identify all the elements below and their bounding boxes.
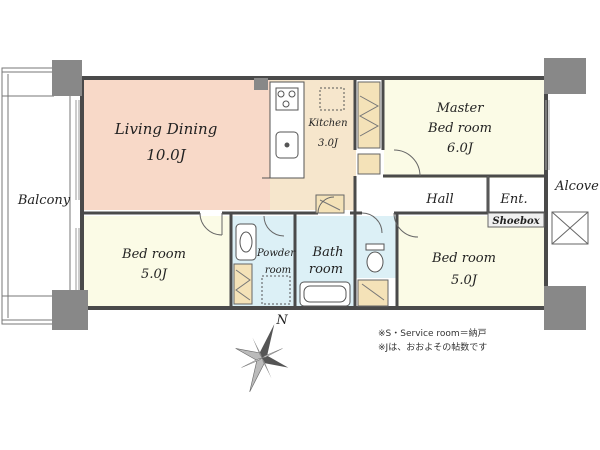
bath-room-label-1: Bath (312, 245, 344, 260)
living-dining-label: Living Dining (114, 120, 218, 138)
entrance-label: Ent. (499, 192, 527, 207)
bath-room-label-2: room (309, 262, 343, 277)
toilet (365, 243, 385, 273)
master-bedroom-label-1: Master (436, 101, 485, 116)
bedroom-left-size: 5.0J (141, 267, 168, 282)
living-dining-size: 10.0J (146, 146, 186, 164)
compass-rose (235, 324, 289, 392)
hall-label: Hall (425, 192, 453, 207)
powder-room-label-1: Powder (256, 248, 296, 259)
living-dining-area (84, 80, 270, 210)
balcony-label: Balcony (17, 193, 71, 208)
master-bedroom-size: 6.0J (447, 141, 474, 156)
pillars (52, 58, 586, 330)
bedroom-left-area (84, 216, 230, 308)
compass-north-label: N (275, 313, 288, 328)
kitchen-counter (262, 81, 345, 179)
kitchen-size: 3.0J (318, 138, 339, 149)
bathtub (299, 281, 351, 307)
hall-area (356, 180, 488, 214)
bedroom-left-label: Bed room (121, 247, 186, 262)
bedroom-right-label: Bed room (431, 251, 496, 266)
kitchen-label: Kitchen (307, 118, 347, 129)
shoebox-label: Shoebox (492, 216, 540, 227)
doors (199, 149, 421, 238)
master-bedroom-label-2: Bed room (427, 121, 492, 136)
balcony (1, 67, 71, 325)
alcove-label: Alcove (554, 179, 599, 194)
powder-room-label-2: room (265, 265, 291, 276)
bedroom-right-area (398, 216, 544, 308)
west-windows (75, 100, 80, 290)
bedroom-right-size: 5.0J (451, 273, 478, 288)
note-line-1: ※S・Service room＝納戸 (378, 327, 487, 339)
note-line-2: ※Jは、おおよその帖数です (378, 341, 487, 353)
powder-fixtures (235, 223, 291, 305)
entry-details (487, 100, 589, 245)
master-bedroom-area (384, 80, 544, 178)
